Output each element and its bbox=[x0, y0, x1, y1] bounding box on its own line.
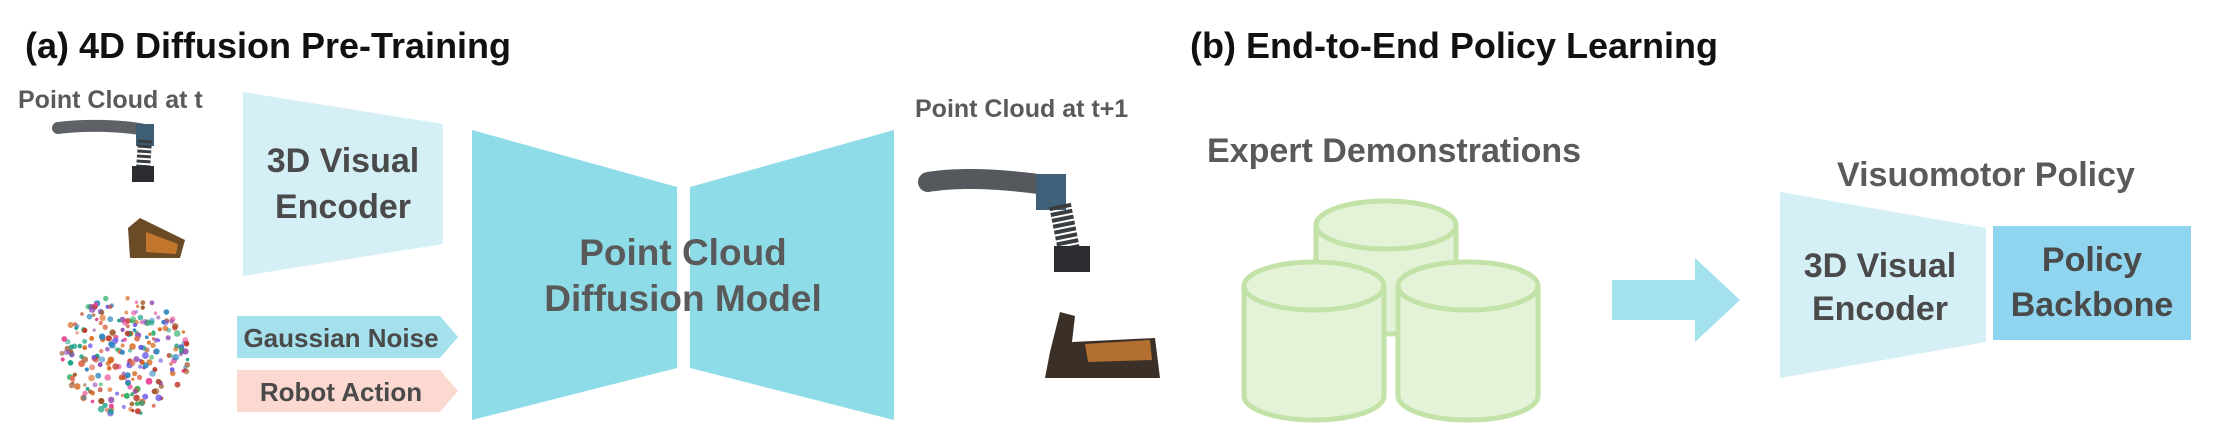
panel-b-encoder-shape bbox=[1780, 192, 1986, 378]
output-object-point-cloud bbox=[1045, 312, 1160, 378]
database-cylinder-left bbox=[1241, 259, 1387, 423]
expert-demonstrations-database-icon bbox=[1241, 198, 1541, 423]
diffusion-model-decoder-half bbox=[690, 130, 894, 420]
output-point-cloud-label: Point Cloud at t+1 bbox=[915, 95, 1128, 123]
panel-b-encoder-label-line1: 3D Visual bbox=[1804, 247, 1956, 285]
input-object-point-cloud bbox=[128, 218, 185, 258]
diffusion-model-label-line1: Point Cloud bbox=[579, 232, 787, 273]
panel-a-encoder-label-line2: Encoder bbox=[275, 188, 411, 226]
input-robot-arm-point-cloud bbox=[52, 119, 154, 182]
panel-a-encoder-label-line1: 3D Visual bbox=[267, 142, 419, 180]
panel-b-title: (b) End-to-End Policy Learning bbox=[1190, 25, 1718, 66]
diffusion-model-encoder-half bbox=[472, 130, 677, 420]
diffusion-model-label-line2: Diffusion Model bbox=[544, 278, 821, 319]
robot-action-label: Robot Action bbox=[260, 377, 422, 407]
policy-backbone-label-line2: Backbone bbox=[2011, 286, 2174, 324]
database-cylinder-right bbox=[1395, 259, 1541, 423]
gaussian-noise-tag bbox=[237, 316, 458, 358]
output-robot-arm-point-cloud bbox=[918, 168, 1090, 272]
panel-b-encoder-label-line2: Encoder bbox=[1812, 290, 1948, 328]
gaussian-noise-point-cloud bbox=[59, 295, 191, 417]
robot-action-tag bbox=[237, 370, 458, 412]
policy-backbone-box bbox=[1993, 226, 2191, 340]
input-point-cloud-label: Point Cloud at t bbox=[18, 86, 203, 114]
gaussian-noise-label: Gaussian Noise bbox=[243, 323, 438, 353]
panel-a-encoder-shape bbox=[243, 92, 443, 276]
policy-backbone-label-line1: Policy bbox=[2042, 241, 2142, 279]
panel-a-title: (a) 4D Diffusion Pre-Training bbox=[25, 25, 511, 66]
flow-arrow-icon bbox=[1612, 258, 1740, 342]
expert-demonstrations-label: Expert Demonstrations bbox=[1207, 132, 1581, 170]
visuomotor-policy-label: Visuomotor Policy bbox=[1837, 156, 2135, 194]
